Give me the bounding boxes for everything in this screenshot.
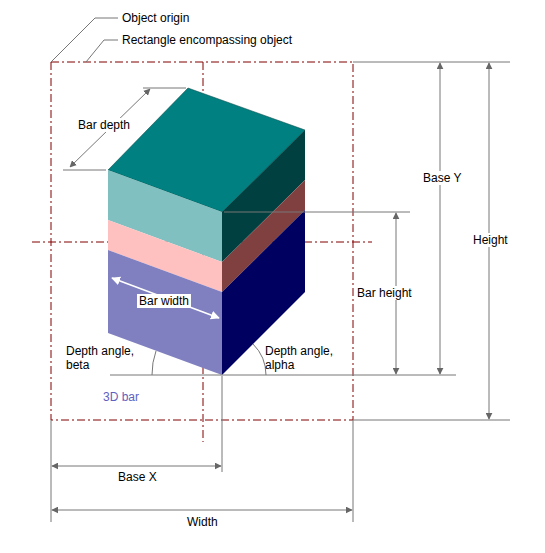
angle-label: Depth angle, alpha — [265, 344, 347, 372]
angle-label: Depth angle, beta — [66, 344, 148, 372]
dimension-label: Width — [185, 515, 220, 529]
dimension-label: Height — [471, 233, 510, 247]
origin-label: Object origin — [122, 11, 189, 25]
dimension-label: Bar width — [137, 294, 191, 308]
dimension-label: Base X — [116, 470, 159, 484]
rectangle-label: Rectangle encompassing object — [122, 33, 292, 47]
dimension-label: Bar height — [355, 286, 414, 300]
dimension-label: Bar depth — [76, 118, 132, 132]
dimension-label: Base Y — [421, 171, 463, 185]
object-label: 3D bar — [103, 390, 139, 404]
